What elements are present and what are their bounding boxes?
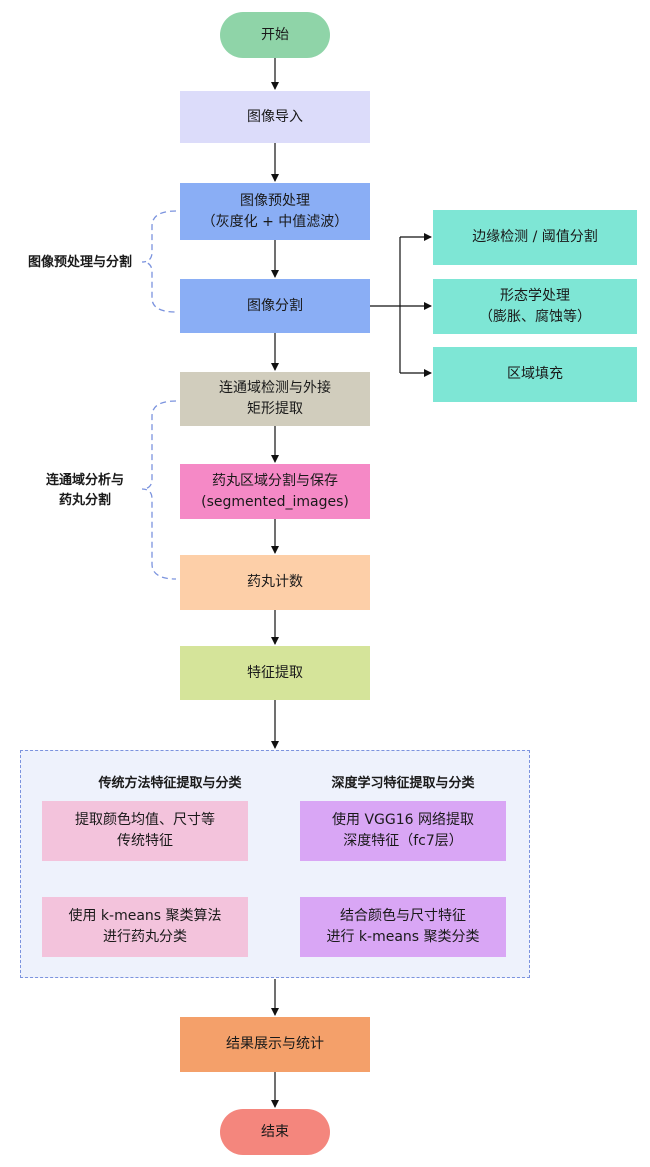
traditional-title: 传统方法特征提取与分类 — [98, 776, 242, 791]
traditional-step1-label: 提取颜色均值、尺寸等 传统特征 — [75, 812, 215, 849]
count-label: 药丸计数 — [247, 574, 303, 590]
connected-box: 连通域检测与外接 矩形提取 — [180, 372, 370, 426]
pill-segment-box: 药丸区域分割与保存 (segmented_images) — [180, 464, 370, 519]
image-import-box: 图像导入 — [180, 91, 370, 143]
deep-step2-box: 结合颜色与尺寸特征 进行 k-means 聚类分类 — [300, 897, 506, 957]
end-label: 结束 — [261, 1123, 289, 1140]
branch-edge-label: 边缘检测 / 阈值分割 — [472, 229, 598, 245]
segment-box: 图像分割 — [180, 279, 370, 333]
traditional-step1-box: 提取颜色均值、尺寸等 传统特征 — [42, 801, 248, 861]
traditional-step2-label: 使用 k-means 聚类算法 进行药丸分类 — [68, 908, 222, 945]
branch-fill-label: 区域填充 — [507, 366, 563, 382]
end-terminal: 结束 — [220, 1109, 330, 1155]
pill-segment-label: 药丸区域分割与保存 (segmented_images) — [201, 472, 349, 510]
result-box: 结果展示与统计 — [180, 1017, 370, 1072]
deep-step2-label: 结合颜色与尺寸特征 进行 k-means 聚类分类 — [326, 908, 480, 945]
deep-title: 深度学习特征提取与分类 — [331, 776, 475, 791]
start-label: 开始 — [261, 26, 289, 43]
feature-box: 特征提取 — [180, 646, 370, 700]
image-import-label: 图像导入 — [247, 108, 303, 125]
result-label: 结果展示与统计 — [226, 1036, 324, 1052]
preprocess-box: 图像预处理 （灰度化 + 中值滤波） — [180, 183, 370, 240]
preprocess-label: 图像预处理 （灰度化 + 中值滤波） — [201, 192, 349, 230]
branch-morph-box: 形态学处理 （膨胀、腐蚀等） — [433, 279, 637, 334]
connected-label: 连通域检测与外接 矩形提取 — [219, 380, 331, 417]
branch-morph-label: 形态学处理 （膨胀、腐蚀等） — [479, 287, 591, 325]
brace-preprocess-group — [141, 210, 177, 313]
count-box: 药丸计数 — [180, 555, 370, 610]
deep-step1-label: 使用 VGG16 网络提取 深度特征（fc7层） — [332, 812, 474, 849]
deep-step1-box: 使用 VGG16 网络提取 深度特征（fc7层） — [300, 801, 506, 861]
traditional-step2-box: 使用 k-means 聚类算法 进行药丸分类 — [42, 897, 248, 957]
segment-label: 图像分割 — [247, 297, 303, 314]
branch-fill-box: 区域填充 — [433, 347, 637, 402]
start-terminal: 开始 — [220, 12, 330, 58]
branch-edge-box: 边缘检测 / 阈值分割 — [433, 210, 637, 265]
connected-group-label: 连通域分析与 药丸分割 — [45, 473, 124, 508]
preprocess-group-label: 图像预处理与分割 — [27, 255, 132, 270]
feature-label: 特征提取 — [247, 664, 303, 681]
brace-connected-group — [141, 400, 177, 580]
